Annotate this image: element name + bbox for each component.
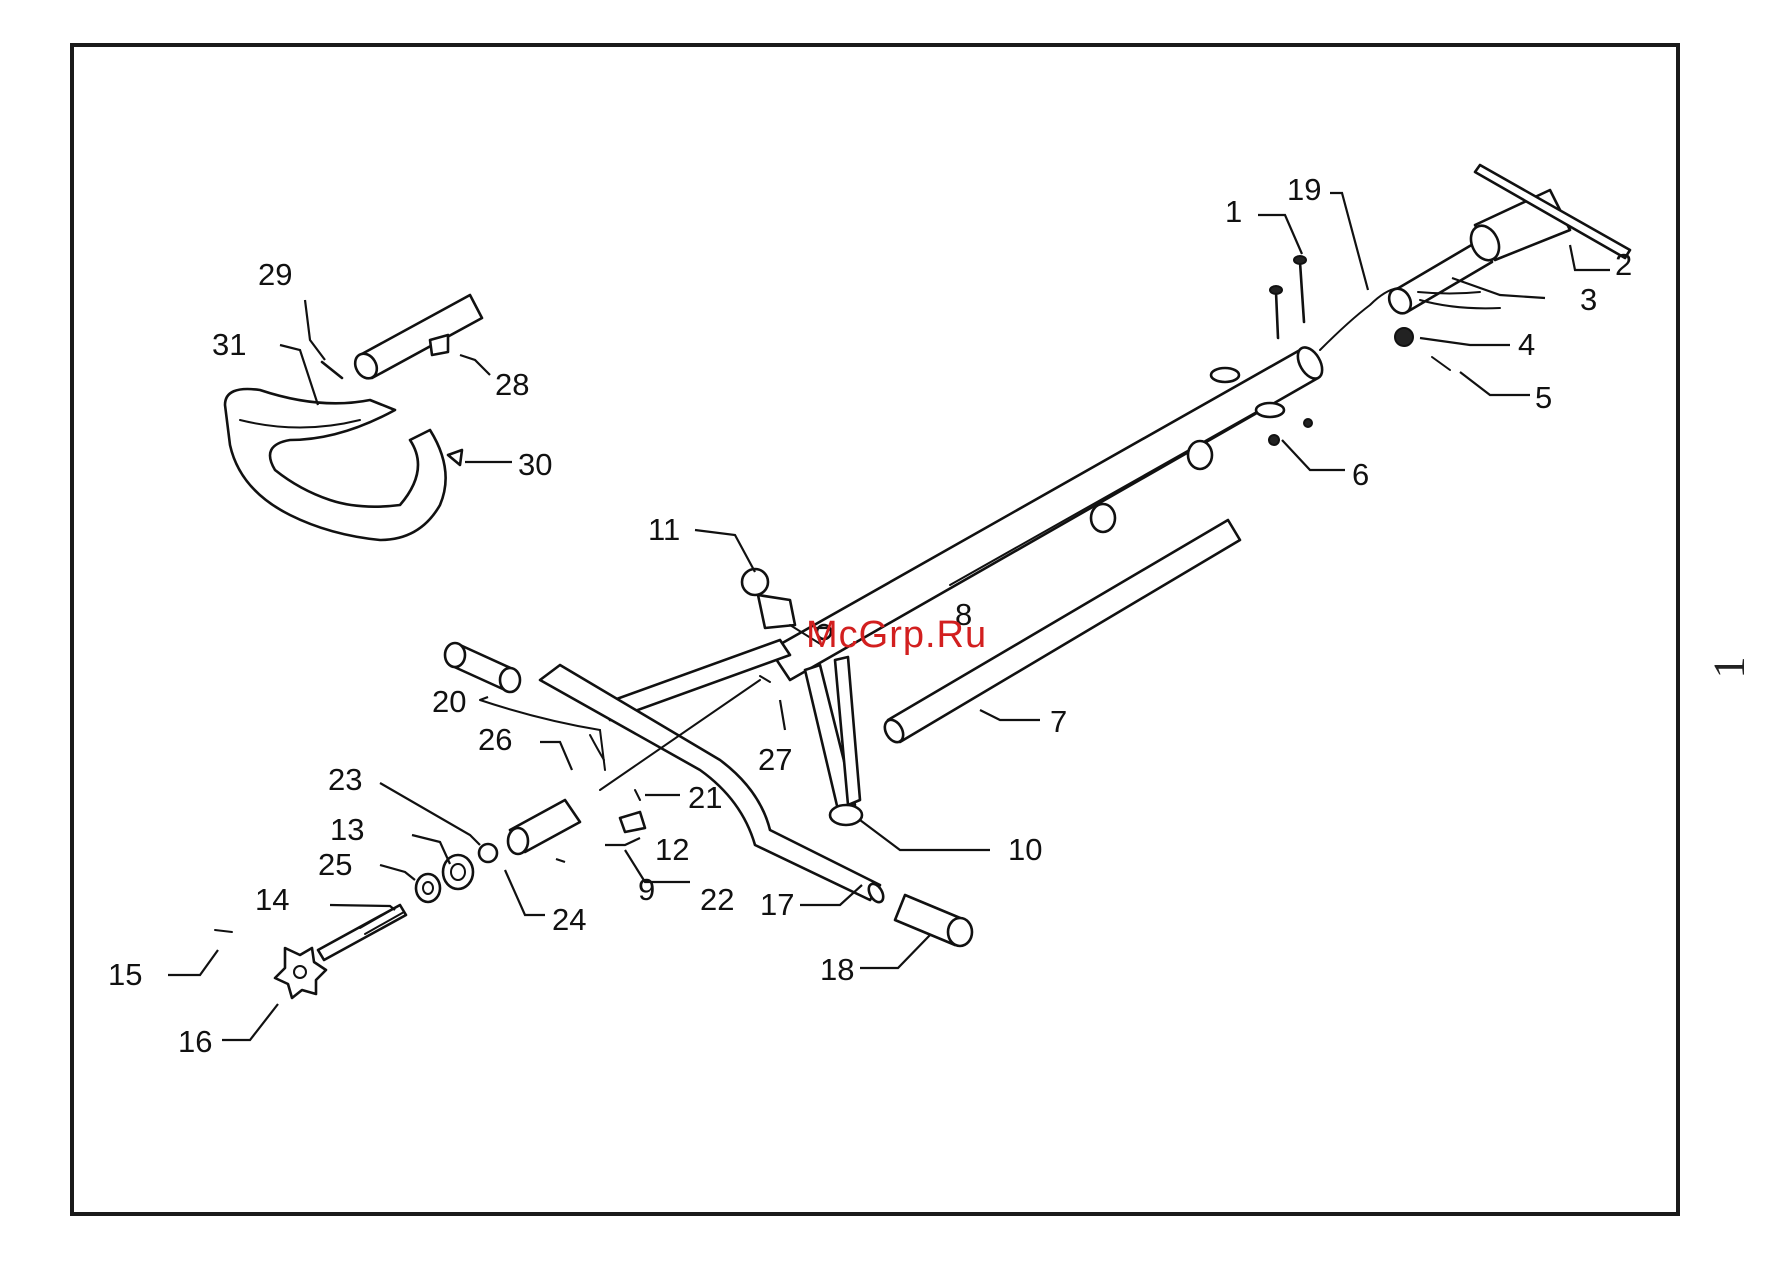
grip-part-18 [895,895,972,946]
label-21: 21 [688,780,722,815]
part-27 [760,676,770,682]
washer-part-25 [416,874,440,902]
label-24: 24 [552,902,586,937]
sleeve-part-9 [508,800,580,854]
pin-part-5 [1432,357,1450,370]
label-15: 15 [108,957,142,992]
spring-part-21 [635,790,640,800]
label-4: 4 [1518,327,1535,362]
pin-part-15 [215,930,232,932]
washer-part-6a [1269,435,1279,445]
label-31: 31 [212,327,246,362]
label-14: 14 [255,882,289,917]
label-9: 9 [638,872,655,907]
washer-part-23 [479,844,497,862]
label-22: 22 [700,882,734,917]
label-28: 28 [495,367,529,402]
label-2: 2 [1615,247,1632,282]
label-5: 5 [1535,380,1552,415]
label-1-top: 1 [1225,194,1242,229]
label-19: 19 [1287,172,1321,207]
bracket-part-12 [620,812,645,832]
watermark-text: McGrp.Ru [806,614,987,657]
page-number: 1 [1704,657,1755,679]
bolts-part-1 [1270,256,1306,338]
label-17: 17 [760,887,794,922]
label-16: 16 [178,1024,212,1059]
top-tube-part-28 [351,295,482,382]
label-18: 18 [820,952,854,987]
handle-bar-part-31 [225,389,446,540]
label-10: 10 [1008,832,1042,867]
label-7: 7 [1050,704,1067,739]
label-12: 12 [655,832,689,867]
nut-part-4 [1395,328,1413,346]
bolt-part-14 [318,905,406,960]
clamp-part-2 [1466,165,1630,265]
label-6: 6 [1352,457,1369,492]
label-30: 30 [518,447,552,482]
label-27: 27 [758,742,792,777]
label-11: 11 [648,512,680,547]
label-3: 3 [1580,282,1597,317]
label-26: 26 [478,722,512,757]
bolt-part-29 [322,362,342,378]
label-29: 29 [258,257,292,292]
label-20: 20 [432,684,466,719]
label-13: 13 [330,812,364,847]
star-knob-part-16 [275,948,326,998]
washer-part-6b [1304,419,1312,427]
nut-part-30 [448,450,462,465]
cable-part-19 [1320,288,1398,350]
label-25: 25 [318,847,352,882]
label-23: 23 [328,762,362,797]
